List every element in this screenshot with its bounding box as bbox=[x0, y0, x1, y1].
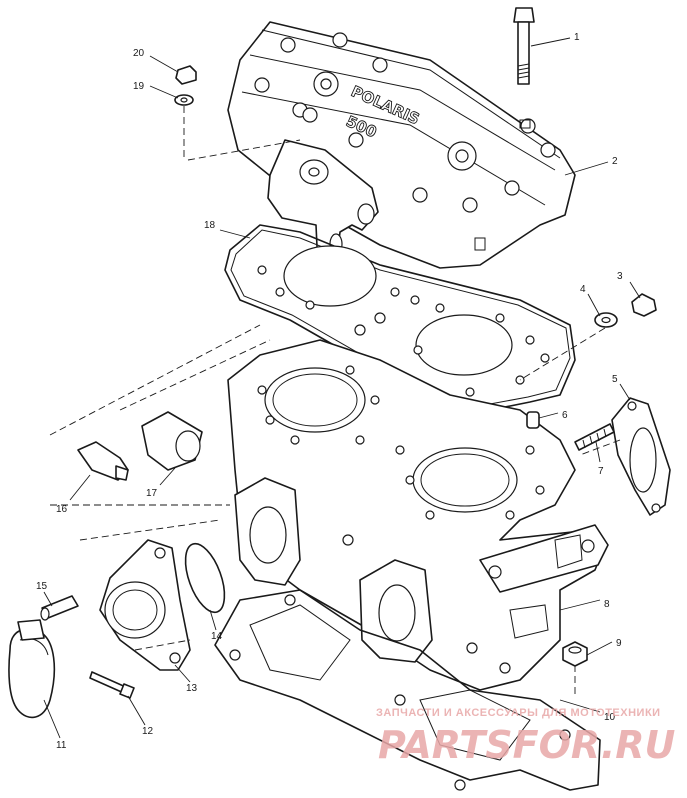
watermark-domain: PARTSFOR.RU bbox=[378, 723, 676, 767]
callout-18: 18 bbox=[204, 220, 216, 231]
socket-screw bbox=[40, 595, 79, 621]
screw bbox=[175, 65, 197, 85]
callout-9: 9 bbox=[616, 638, 622, 649]
callout-11: 11 bbox=[56, 740, 67, 751]
temperature-sensor bbox=[77, 441, 129, 481]
watermark-tagline: ЗАПЧАСТИ И АКСЕССУАРЫ ДЛЯ МОТОТЕХНИКИ bbox=[376, 707, 661, 719]
callout-10: 10 bbox=[604, 712, 616, 723]
watermark: ЗАПЧАСТИ И АКСЕССУАРЫ ДЛЯ МОТОТЕХНИКИ PA… bbox=[376, 707, 676, 767]
callout-6: 6 bbox=[562, 410, 568, 421]
clamp-screw bbox=[89, 671, 135, 699]
flange-nut bbox=[562, 641, 588, 667]
callout-7: 7 bbox=[598, 466, 604, 477]
callout-19: 19 bbox=[133, 81, 145, 92]
washer bbox=[174, 94, 194, 106]
head-bolt bbox=[513, 7, 535, 85]
callout-14: 14 bbox=[211, 631, 223, 642]
callout-1: 1 bbox=[574, 32, 580, 43]
drain-plug bbox=[631, 293, 657, 317]
head-gasket bbox=[224, 224, 576, 411]
callout-16: 16 bbox=[56, 504, 68, 515]
exhaust-gasket bbox=[611, 397, 671, 516]
callout-labels: 1 2 3 4 5 6 7 8 9 10 11 12 13 14 15 16 1… bbox=[36, 32, 623, 751]
exhaust-stud bbox=[574, 423, 615, 451]
callout-17: 17 bbox=[146, 488, 158, 499]
callout-4: 4 bbox=[580, 284, 586, 295]
hose-clamp bbox=[8, 619, 56, 719]
assembly-center-lines bbox=[49, 106, 621, 695]
callout-3: 3 bbox=[617, 271, 623, 282]
callout-13: 13 bbox=[186, 683, 198, 694]
callout-2: 2 bbox=[612, 156, 618, 167]
callout-8: 8 bbox=[604, 599, 610, 610]
callout-leaders bbox=[43, 37, 641, 739]
o-ring bbox=[184, 542, 226, 614]
callout-20: 20 bbox=[133, 48, 145, 59]
sealing-washer bbox=[594, 312, 618, 328]
callout-5: 5 bbox=[612, 374, 618, 385]
dowel-pin bbox=[526, 411, 540, 429]
callout-15: 15 bbox=[36, 581, 48, 592]
intake-flange bbox=[99, 539, 191, 671]
base-gasket bbox=[214, 589, 601, 791]
callout-12: 12 bbox=[142, 726, 154, 737]
cylinder-block bbox=[227, 339, 609, 691]
sleeve bbox=[141, 411, 203, 471]
